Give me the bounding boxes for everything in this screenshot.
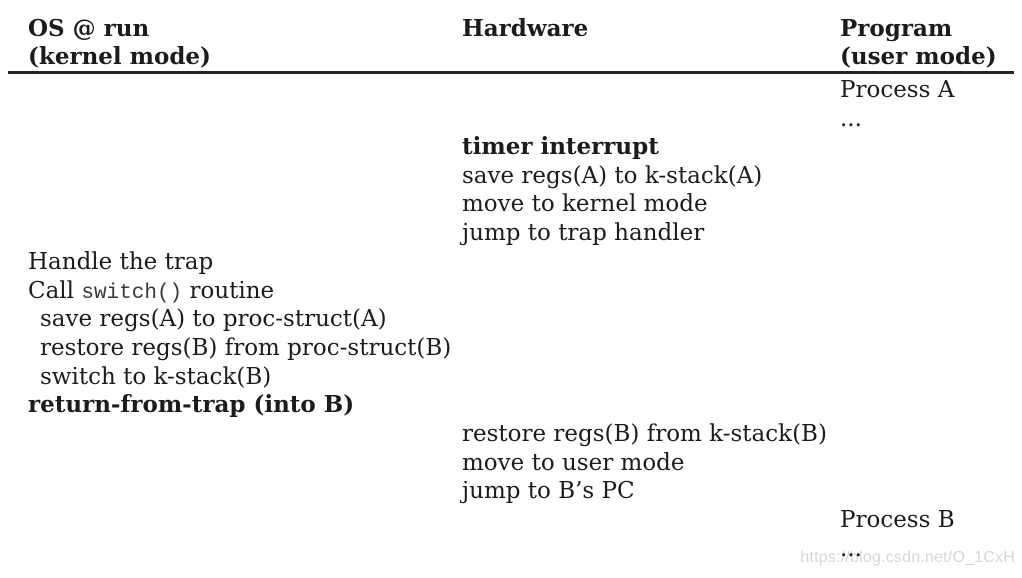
- hw-jump-pc-line: jump to B’s PC: [462, 478, 635, 505]
- os-call-switch-line: Call switch() routine: [28, 277, 451, 306]
- header-hardware-line1: Hardware: [462, 15, 589, 42]
- call-suffix: routine: [182, 277, 275, 304]
- header-os-line1: OS @ run: [28, 15, 150, 42]
- hardware-return-block: restore regs(B) from k-stack(B) move to …: [462, 420, 827, 506]
- process-a-block: Process A ...: [840, 76, 954, 133]
- process-b-ellipsis: ...: [840, 535, 862, 562]
- process-b-block: Process B ...: [840, 506, 955, 563]
- os-return-from-trap-line: return-from-trap (into B): [28, 391, 355, 419]
- hardware-interrupt-block: timer interrupt save regs(A) to k-stack(…: [462, 133, 762, 248]
- os-trap-handling-block: Handle the trap Call switch() routine sa…: [28, 248, 451, 420]
- header-program-line2: (user mode): [840, 43, 997, 70]
- process-a-label: Process A: [840, 77, 955, 103]
- column-header-hardware: Hardware: [462, 15, 588, 43]
- header-program-line1: Program: [840, 15, 953, 42]
- hw-save-regs-line: save regs(A) to k-stack(A): [462, 162, 763, 189]
- call-prefix: Call: [28, 277, 82, 304]
- os-switch-kstack-line: switch to k-stack(B): [40, 363, 272, 390]
- process-a-ellipsis: ...: [840, 105, 862, 132]
- hw-jump-trap-handler-line: jump to trap handler: [462, 220, 705, 247]
- os-restore-regs-line: restore regs(B) from proc-struct(B): [40, 335, 452, 362]
- header-os-line2: (kernel mode): [28, 43, 211, 70]
- process-b-label: Process B: [840, 507, 955, 533]
- csdn-watermark: https://blog.csdn.net/O_1CxH: [800, 549, 1015, 566]
- hw-move-user-mode-line: move to user mode: [462, 449, 685, 476]
- header-divider-rule: [8, 71, 1014, 74]
- switch-code-token: switch(): [81, 281, 183, 305]
- hw-restore-regs-line: restore regs(B) from k-stack(B): [462, 421, 827, 447]
- os-handle-trap-line: Handle the trap: [28, 249, 214, 275]
- os-save-regs-line: save regs(A) to proc-struct(A): [40, 306, 387, 333]
- column-header-program: Program (user mode): [840, 15, 997, 71]
- timer-interrupt-title: timer interrupt: [462, 133, 659, 160]
- column-header-os: OS @ run (kernel mode): [28, 15, 211, 71]
- hw-move-kernel-mode-line: move to kernel mode: [462, 191, 708, 218]
